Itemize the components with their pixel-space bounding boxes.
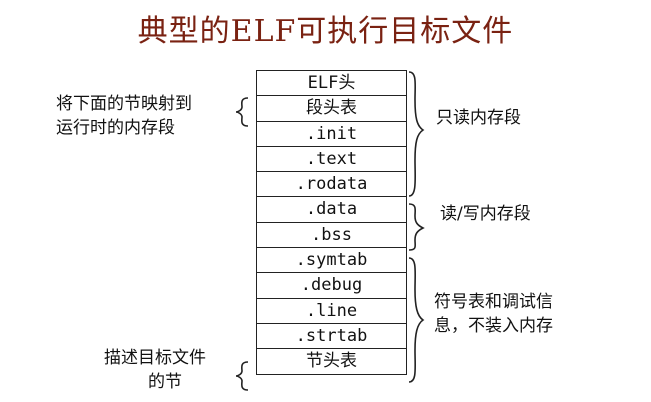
right-brace-readonly (408, 71, 425, 197)
label-readonly-segment: 只读内存段 (436, 108, 521, 128)
section-line: .line (257, 299, 406, 324)
section-text: .text (257, 147, 406, 173)
section-bss: .bss (257, 223, 406, 249)
note-segment-header-line1: 将下面的节映射到 (56, 94, 192, 114)
section-segment-header-table: 段头表 (257, 96, 406, 122)
note-section-header: 描述目标文件 的节 (104, 346, 206, 394)
section-symtab: .symtab (257, 248, 406, 274)
note-section-header-line2: 的节 (148, 372, 182, 392)
section-init: .init (257, 122, 406, 147)
section-data: .data (257, 197, 406, 223)
label-not-loaded-line1: 符号表和调试信 (434, 292, 553, 312)
left-brace-section-header (235, 361, 249, 391)
section-elf-header: ELF头 (257, 71, 406, 97)
label-not-loaded: 符号表和调试信 息，不装入内存 (434, 290, 553, 338)
section-section-header-table: 节头表 (257, 349, 406, 375)
left-brace-segment-header (235, 97, 249, 127)
label-readwrite-segment: 读/写内存段 (440, 204, 531, 224)
right-brace-not-loaded (408, 257, 425, 383)
section-debug: .debug (257, 273, 406, 299)
section-strtab: .strtab (257, 324, 406, 350)
note-section-header-line1: 描述目标文件 (104, 348, 206, 368)
elf-section-table: ELF头 段头表 .init .text .rodata .data .bss … (256, 70, 407, 375)
diagram-title: 典型的ELF可执行目标文件 (137, 14, 514, 49)
note-segment-header: 将下面的节映射到 运行时的内存段 (56, 92, 192, 140)
label-not-loaded-line2: 息，不装入内存 (434, 316, 553, 336)
right-brace-readwrite (408, 203, 425, 251)
note-segment-header-line2: 运行时的内存段 (56, 118, 175, 138)
section-rodata: .rodata (257, 172, 406, 198)
